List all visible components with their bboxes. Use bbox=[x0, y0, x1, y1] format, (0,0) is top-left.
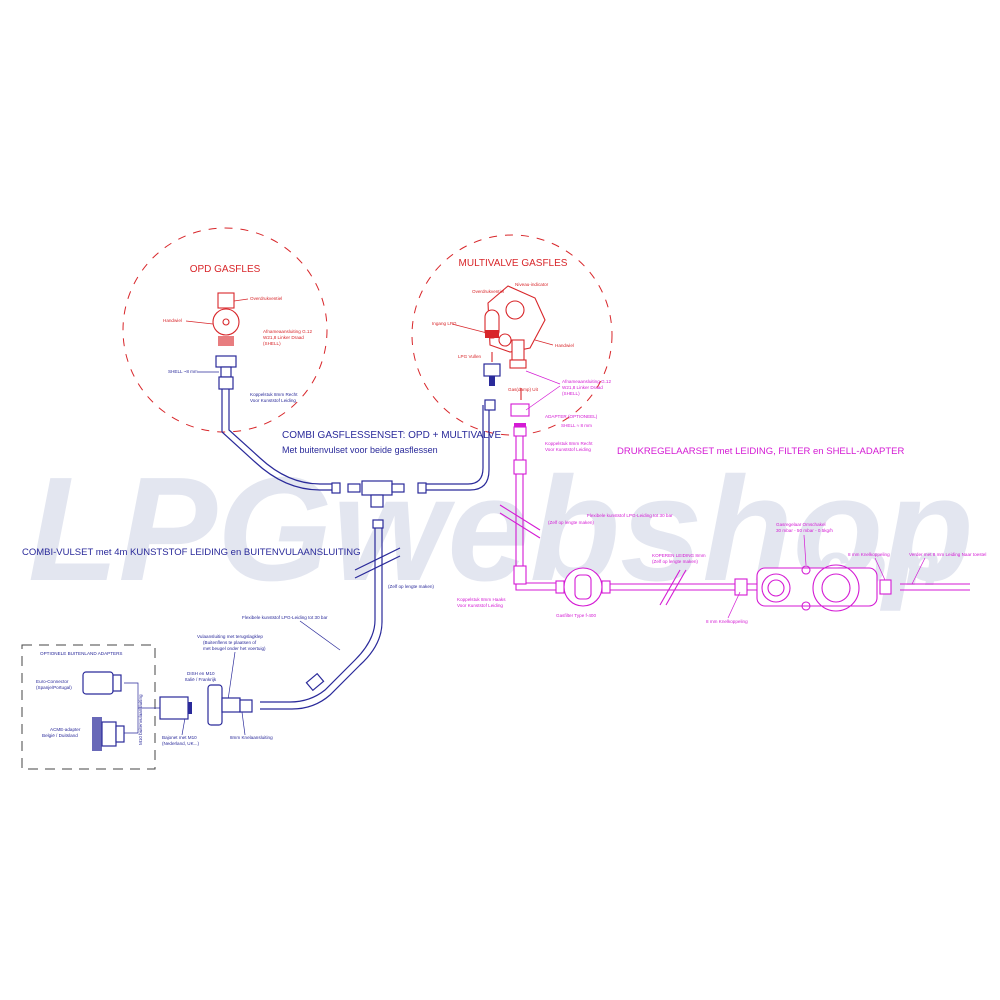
opd-title: OPD GASFLES bbox=[190, 264, 261, 275]
adapter-acme-label: ACME-adapter bbox=[50, 727, 81, 732]
vulset-label-zelf: (Zelf op lengte maken) bbox=[388, 584, 434, 589]
opd-label-koppel2: Voor Kunststof Leiding bbox=[250, 398, 296, 403]
opd-valve bbox=[212, 292, 240, 390]
dr-label-knel1: 8 mm Knelkoppeling bbox=[706, 619, 748, 624]
dr-label-koppel2: Voor Kunststof Leiding bbox=[457, 603, 503, 608]
vulset-label-vul2: (Buitenflens te plaatsen of bbox=[203, 640, 257, 645]
opd-label-afname: Afnameaansluiting G.12 bbox=[263, 329, 312, 334]
multivalve-valve bbox=[483, 285, 546, 437]
opd-label-overdruk: Overdrukventiel bbox=[250, 296, 282, 301]
vulset-label-flexibel: Flexibele kunststof LPG-Leiding tot 30 b… bbox=[242, 615, 328, 620]
adapter-acme-label2: België / Duitsland bbox=[42, 733, 78, 738]
mv-label-lpgvullen: LPG Vullen bbox=[458, 354, 482, 359]
mv-label-afname2: W21,8 Linker Draad bbox=[562, 385, 603, 390]
mv-label-ingang: Ingang LPG bbox=[432, 321, 457, 326]
combi-subtitle: Met buitenvulset voor beide gasflessen bbox=[282, 445, 438, 455]
dr-label-filter: Gasfilter Type f-400 bbox=[556, 613, 596, 618]
opd-label-afname3: (SHELL) bbox=[263, 341, 281, 346]
vulset-fill-connector bbox=[159, 684, 253, 726]
dr-label-regelaar: Gasregelaar Omschakel bbox=[776, 522, 826, 527]
combi-title: COMBI GASFLESSENSET: OPD + MULTIVALVE bbox=[282, 430, 502, 441]
vulset-label-bajonet: Bajonet met M10 bbox=[162, 735, 197, 740]
dr-label-zelf: (Zelf op lengte maken) bbox=[548, 520, 594, 525]
opd-label-afname2: W21,8 Linker Draad bbox=[263, 335, 304, 340]
dr-label-knel2: 8 mm Knelkoppeling bbox=[848, 552, 890, 557]
adapter-euro-label2: (Spanje/Portugal) bbox=[36, 685, 72, 690]
mv-label-overdruk: Overdrukventiel bbox=[472, 289, 504, 294]
opd-label-shell: SHELL ~8 mm bbox=[168, 369, 198, 374]
drukregelaar-pipe bbox=[499, 436, 970, 612]
dr-label-koper2: (Zelf op lengte maken) bbox=[652, 559, 698, 564]
dr-label-koper: KOPEREN LEIDING 8mm bbox=[652, 553, 706, 558]
adapters-box bbox=[21, 644, 156, 770]
opd-label-handwiel: Handwiel bbox=[163, 318, 182, 323]
vulset-label-knel: 8mm Knelaansluiting bbox=[230, 735, 273, 740]
dr-label-regelaar2: 30 mbar - 50 mbar - 0.5kg/h bbox=[776, 528, 833, 533]
vulset-label-dish: DISH en M10 bbox=[187, 671, 215, 676]
mv-label-afname3: (SHELL) bbox=[562, 391, 580, 396]
multivalve-cylinder-outline bbox=[411, 234, 613, 436]
adapters-side-label: M10 buitenvulaansluiting bbox=[138, 694, 143, 745]
vulset-label-vul3: met beugel onder het voertuig) bbox=[203, 646, 266, 651]
mv-label-koppel2: Voor Kunststof Leiding bbox=[545, 447, 591, 452]
mv-label-gasuit: Gas(damp) Uit bbox=[508, 387, 539, 392]
mv-label-handwiel: Handwiel bbox=[555, 343, 574, 348]
adapter-euro-label: Euro-Connector bbox=[36, 679, 69, 684]
multivalve-title: MULTIVALVE GASFLES bbox=[459, 258, 568, 269]
opd-cylinder-outline bbox=[122, 227, 328, 433]
adapter-euro-connector bbox=[82, 671, 122, 695]
drukregelaar-title: DRUKREGELAARSET met LEIDING, FILTER en S… bbox=[617, 446, 905, 457]
dr-label-flexibel: Flexibele kunststof LPG-Leiding tot 30 b… bbox=[587, 513, 673, 518]
mv-label-niveau: Niveau-indicator bbox=[515, 282, 549, 287]
vulset-title: COMBI-VULSET met 4m KUNSTSTOF LEIDING en… bbox=[22, 547, 361, 558]
vulset-label-bajonet2: (Nederland, UK...) bbox=[162, 741, 199, 746]
vulset-label-dish2: Italië / Frankrijk bbox=[185, 677, 217, 682]
mv-label-afname: Afnameaansluiting G.12 bbox=[562, 379, 611, 384]
dr-label-verder: Verder met 8 mm Leiding Naar toestel bbox=[909, 552, 986, 557]
vulset-label-vulaansluiting: Vulaansluiting met terugslagklep bbox=[197, 634, 263, 639]
dr-label-koppel: Koppelstuk 8mm Haaks bbox=[457, 597, 506, 602]
adapters-title: OPTIONELE BUITENLAND ADAPTERS bbox=[40, 651, 122, 656]
mv-label-koppel: Koppelstuk 8mm Recht bbox=[545, 441, 593, 446]
mv-label-adapter: ADAPTER (OPTIONEEL) bbox=[545, 414, 598, 419]
adapter-acme bbox=[92, 717, 125, 751]
combi-pipe bbox=[221, 389, 496, 710]
mv-label-shell: SHELL ≈ 8 mm bbox=[561, 423, 592, 428]
opd-label-koppel: Koppelstuk 8mm Recht bbox=[250, 392, 298, 397]
